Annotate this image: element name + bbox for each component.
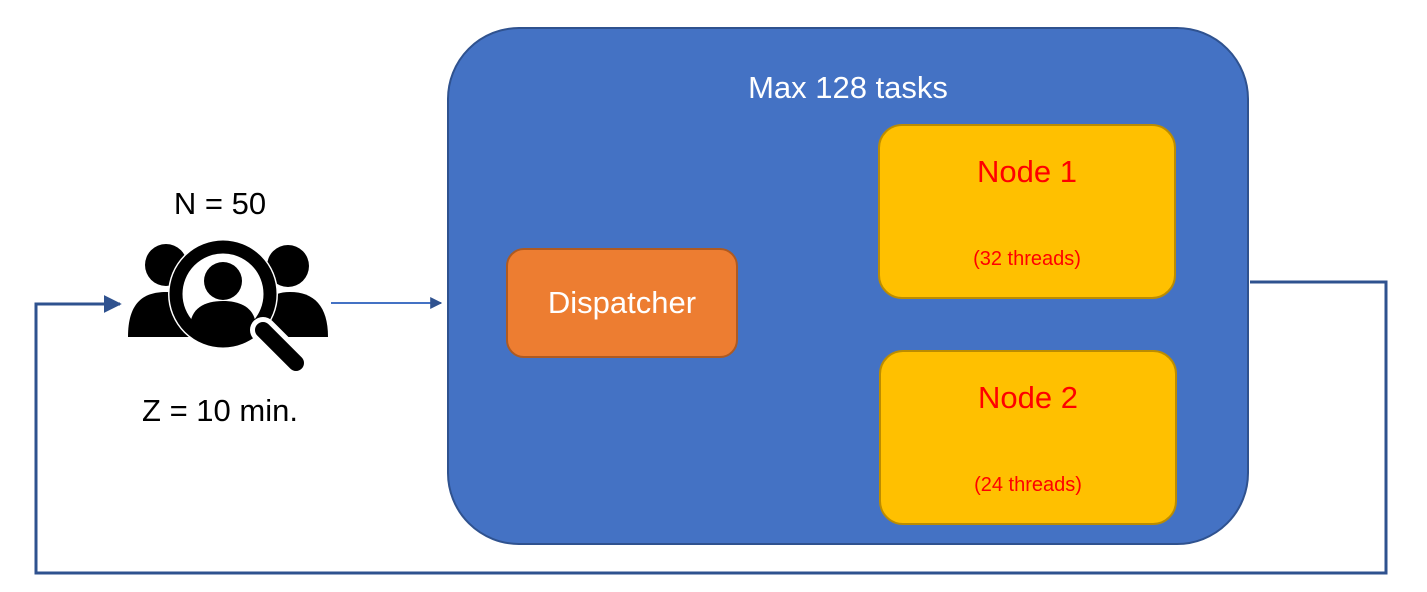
population-size-label: N = 50 [173,186,267,221]
think-time-label: Z = 10 min. [142,393,298,428]
node-2-box: Node 2 (24 threads) [879,350,1177,525]
node-1-threads: (32 threads) [973,248,1081,270]
users-search-icon [128,240,328,372]
feedback-loop-line [34,280,1388,575]
dispatcher-box: Dispatcher [506,248,738,358]
dispatcher-label: Dispatcher [547,285,697,320]
node-2-threads: (24 threads) [974,474,1082,496]
node-1-label: Node 1 [977,154,1077,189]
system-title: Max 128 tasks [748,70,948,105]
node-1-box: Node 1 (32 threads) [878,124,1176,299]
node-2-label: Node 2 [978,380,1078,415]
